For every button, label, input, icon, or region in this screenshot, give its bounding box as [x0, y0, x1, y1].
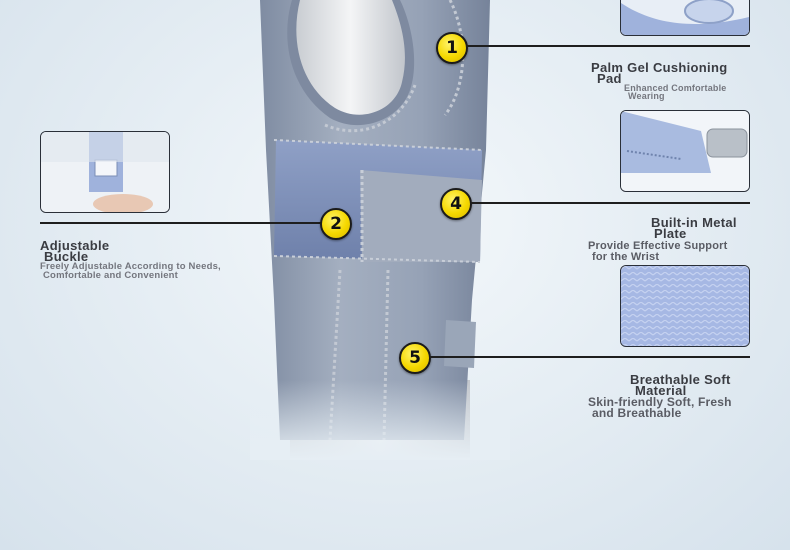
callout-badge-5: 5	[399, 342, 431, 374]
thumbnail-breathable-material	[620, 265, 750, 347]
thumbnail-gel-pad	[620, 0, 750, 36]
feature-title-5: Breathable Soft Material	[630, 372, 731, 398]
callout-badge-1: 1	[436, 32, 468, 64]
feature-desc-5: Skin-friendly Soft, Fresh and Breathable	[588, 395, 732, 420]
callout-line-5	[429, 356, 750, 358]
feature-desc-1: Enhanced Comfortable Wearing	[624, 83, 727, 101]
feature-title-4: Built-in Metal Plate	[651, 215, 737, 241]
feature-title-2: Adjustable Buckle	[40, 238, 110, 264]
thumbnail-buckle	[40, 131, 170, 213]
callout-line-2	[40, 222, 326, 224]
callout-line-1	[466, 45, 750, 47]
callout-line-4	[470, 202, 750, 204]
callout-badge-2: 2	[320, 208, 352, 240]
feature-desc-4: Provide Effective Support for the Wrist	[588, 240, 728, 263]
callout-badge-4: 4	[440, 188, 472, 220]
thumbnail-metal-plate	[620, 110, 750, 192]
wrist-brace-image	[250, 0, 510, 460]
feature-desc-2: Freely Adjustable According to Needs, Co…	[40, 261, 221, 281]
wrist-brace-illustration	[250, 0, 510, 460]
feature-title-1: Palm Gel Cushioning Pad	[591, 60, 728, 86]
